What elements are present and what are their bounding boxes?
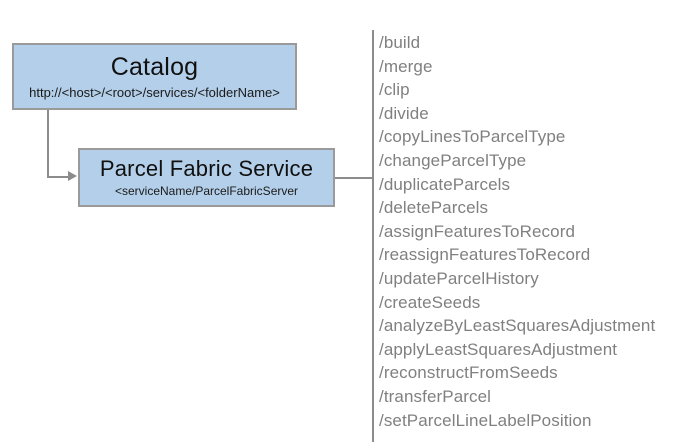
operation-item[interactable]: /changeParcelType: [379, 150, 527, 170]
connector-catalog-horizontal: [47, 176, 69, 178]
operation-item[interactable]: /divide: [379, 103, 429, 123]
node-service-title: Parcel Fabric Service: [99, 156, 314, 181]
operation-item[interactable]: /setParcelLineLabelPosition: [379, 410, 592, 430]
operation-item[interactable]: /build: [379, 33, 421, 52]
operation-item[interactable]: /duplicateParcels: [379, 174, 511, 194]
operations-divider: [372, 30, 374, 442]
connector-catalog-vertical: [47, 110, 49, 177]
operation-item[interactable]: /analyzeByLeastSquaresAdjustment: [379, 316, 656, 336]
operation-item[interactable]: /createSeeds: [379, 292, 481, 312]
operation-item[interactable]: /clip: [379, 80, 410, 100]
operations-list: /build/merge/clip/divide/copyLinesToParc…: [379, 31, 684, 432]
operation-item[interactable]: /reconstructFromSeeds: [379, 363, 558, 383]
operation-item[interactable]: /reassignFeaturesToRecord: [379, 245, 591, 265]
node-catalog[interactable]: Catalog http://<host>/<root>/services/<f…: [12, 43, 297, 110]
connector-service-to-operations: [335, 177, 374, 179]
operation-item[interactable]: /deleteParcels: [379, 198, 489, 218]
node-catalog-subtitle: http://<host>/<root>/services/<folderNam…: [29, 84, 280, 100]
node-catalog-title: Catalog: [110, 52, 199, 81]
operation-item[interactable]: /copyLinesToParcelType: [379, 127, 566, 147]
node-service-subtitle: <serviceName/ParcelFabricServer: [114, 184, 299, 198]
operation-item[interactable]: /assignFeaturesToRecord: [379, 221, 576, 241]
operation-item[interactable]: /updateParcelHistory: [379, 268, 539, 288]
arrowhead-icon: [68, 171, 77, 181]
node-parcel-fabric-service[interactable]: Parcel Fabric Service <serviceName/Parce…: [78, 148, 335, 207]
operation-item[interactable]: /applyLeastSquaresAdjustment: [379, 339, 618, 359]
operation-item[interactable]: /transferParcel: [379, 386, 492, 406]
operation-item[interactable]: /merge: [379, 56, 433, 76]
